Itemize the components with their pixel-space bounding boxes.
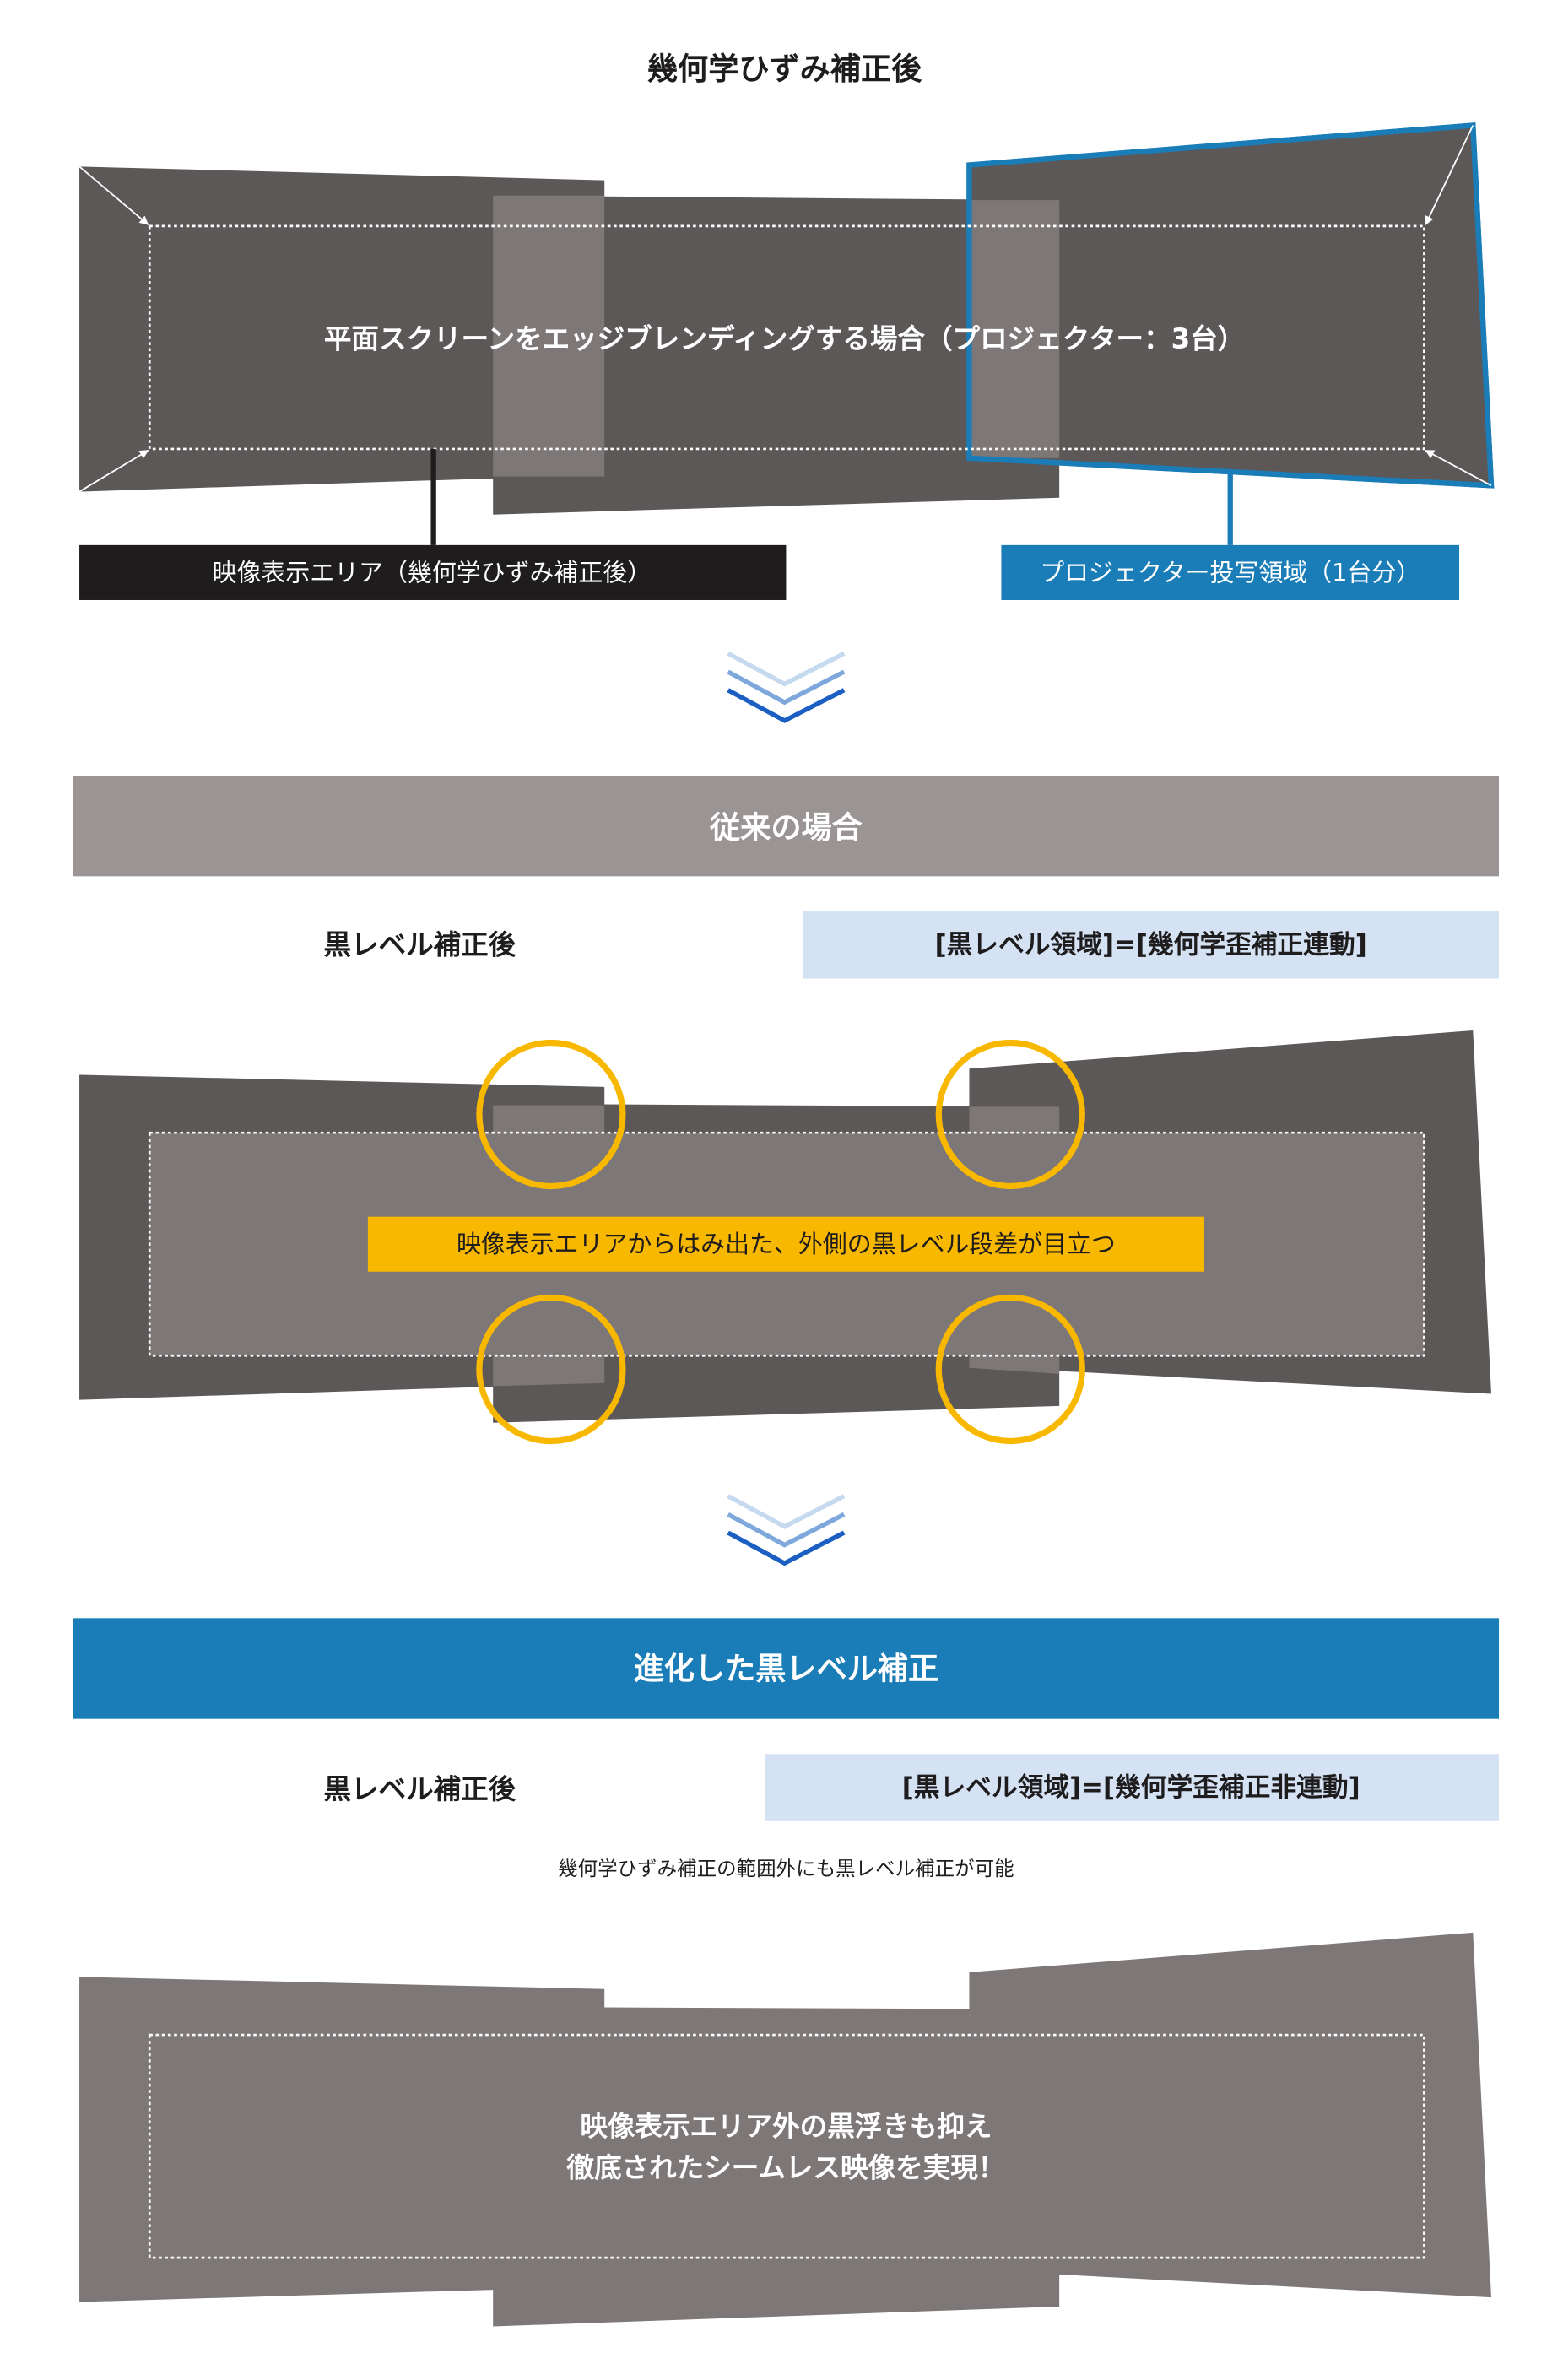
highlight-circle	[476, 1294, 626, 1445]
blend-overlap-left	[493, 195, 605, 477]
arrow-icon	[1425, 449, 1492, 487]
advanced-left-label: 黒レベル補正後	[323, 1773, 516, 1805]
advanced-right-label-box	[765, 1754, 1500, 1821]
middle-projector-area	[493, 195, 1060, 515]
callout-text: 映像表示エリアからはみ出た、外側の黒レベル段差が目立つ	[457, 1230, 1116, 1258]
arrow-icon	[78, 449, 149, 493]
highlight-circle	[935, 1294, 1085, 1445]
section1-center-text: 平面スクリーンをエッジブレンディングする場合（プロジェクター：3台）	[324, 323, 1245, 355]
arrow-icon	[78, 165, 149, 225]
title: 幾何学ひずみ補正後	[647, 51, 922, 87]
advanced-note: 幾何学ひずみ補正の範囲外にも黒レベル補正が可能	[558, 1857, 1014, 1880]
section3-diagram: 映像表示エリア外の黒浮きも抑え 徹底されたシームレス映像を実現！	[79, 1932, 1491, 2327]
result-text-line2: 徹底されたシームレス映像を実現！	[566, 2151, 1006, 2183]
conventional-left-label: 黒レベル補正後	[323, 929, 516, 961]
display-area-label-box	[79, 544, 787, 600]
result-text-line1: 映像表示エリア外の黒浮きも抑え	[580, 2111, 992, 2143]
section1-diagram: 平面スクリーンをエッジブレンディングする場合（プロジェクター：3台） 映像表示エ…	[78, 122, 1495, 600]
section2-diagram: 映像表示エリアからはみ出た、外側の黒レベル段差が目立つ	[79, 1030, 1491, 1445]
conventional-header-text: 従来の場合	[709, 809, 863, 846]
conventional-right-label: [黒レベル領域]=[幾何学歪補正連動]	[935, 930, 1367, 960]
highlight-circle	[476, 1039, 626, 1190]
advanced-right-label: [黒レベル領域]=[幾何学歪補正非連動]	[902, 1772, 1360, 1803]
display-area-label: 映像表示エリア（幾何学ひずみ補正後）	[213, 558, 652, 587]
blend-overlap-right	[971, 200, 1060, 458]
left-projector-area	[79, 166, 605, 492]
advanced-header	[73, 1618, 1500, 1719]
projector-area-label-box	[1001, 544, 1460, 600]
callout-box	[367, 1216, 1204, 1272]
conventional-right-label-box	[803, 911, 1500, 979]
chevron-down-icon	[727, 651, 846, 723]
arrow-icon	[1425, 125, 1474, 226]
projector-area-label: プロジェクター投写領域（1台分）	[1040, 558, 1420, 587]
highlight-circle	[935, 1039, 1085, 1190]
chevron-down-icon	[727, 1494, 846, 1566]
conventional-header	[73, 775, 1500, 877]
display-area-outline	[148, 224, 1425, 451]
advanced-header-text: 進化した黒レベル補正	[634, 1650, 939, 1686]
